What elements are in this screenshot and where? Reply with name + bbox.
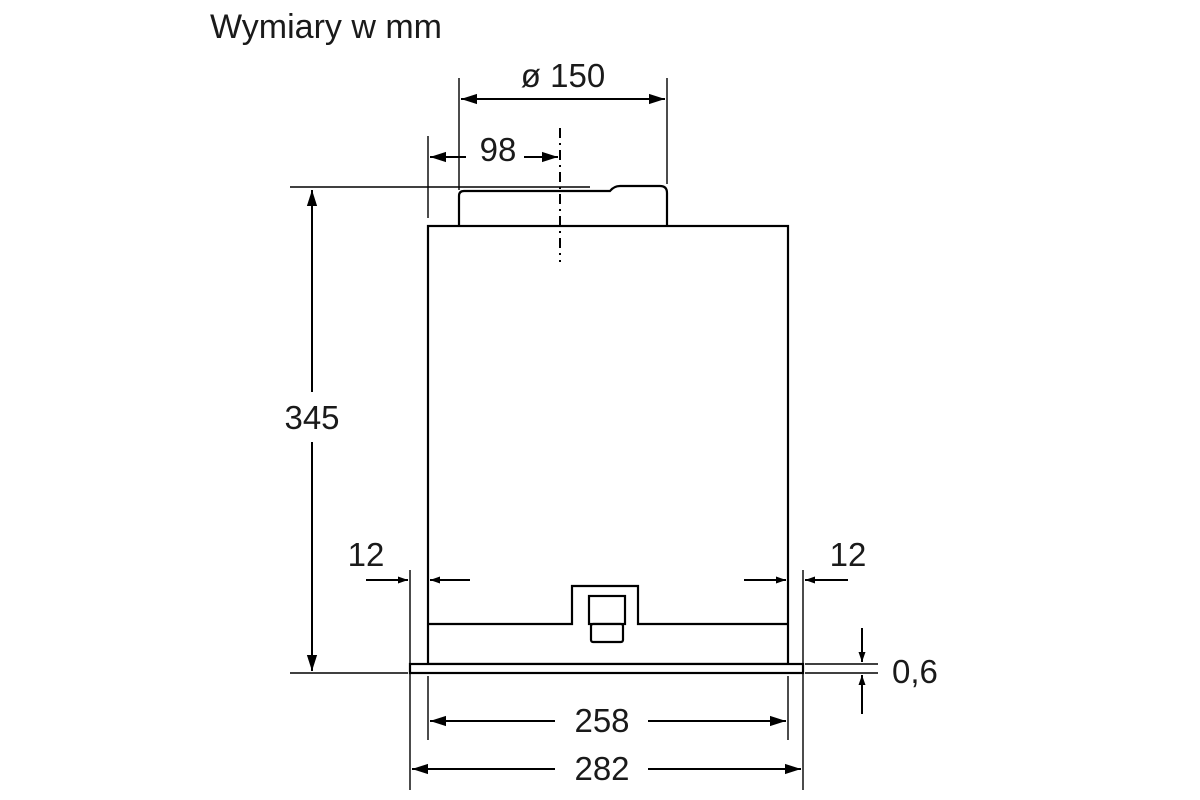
right-inset-label: 12 — [830, 536, 867, 573]
left-inset-dimension: 12 — [348, 536, 470, 790]
right-inset-dimension: 12 — [744, 536, 866, 790]
drawing-title: Wymiary w mm — [210, 8, 442, 46]
inner-width-label: 258 — [574, 702, 629, 739]
left-inset-label: 12 — [348, 536, 385, 573]
outer-width-dimension: 282 — [412, 750, 801, 787]
outlet-offset-label: 98 — [480, 131, 517, 168]
panel-thickness-dimension: 0,6 — [805, 628, 938, 714]
outer-width-label: 282 — [574, 750, 629, 787]
panel-thickness-label: 0,6 — [892, 653, 938, 690]
hood-outline — [408, 184, 805, 675]
height-label: 345 — [284, 399, 339, 436]
outlet-offset-dimension: 98 — [427, 131, 558, 218]
outlet-diameter-dimension: ø 150 — [458, 57, 668, 190]
inner-width-dimension: 258 — [427, 676, 789, 740]
outlet-diameter-label: ø 150 — [521, 57, 605, 94]
height-dimension: 345 — [284, 186, 590, 674]
